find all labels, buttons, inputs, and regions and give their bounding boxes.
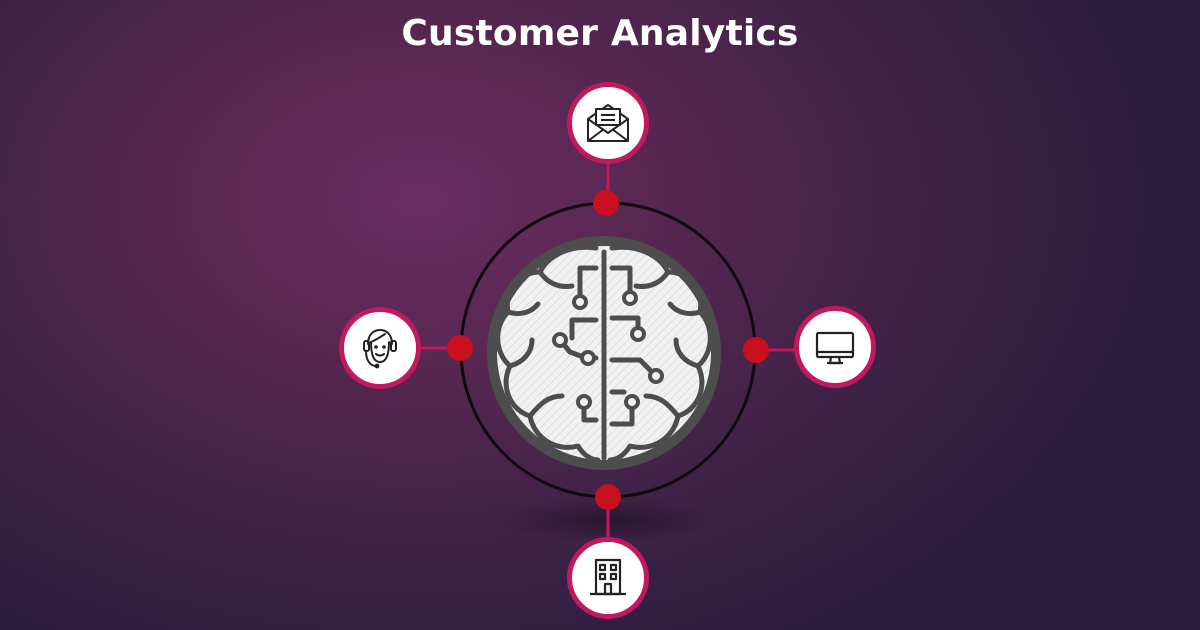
node-desktop[interactable] bbox=[794, 306, 876, 388]
node-email[interactable] bbox=[567, 82, 649, 164]
office-building-icon bbox=[590, 558, 626, 596]
node-dot-left bbox=[447, 335, 473, 361]
customer-support-agent-icon bbox=[363, 329, 397, 369]
node-dot-right bbox=[743, 337, 769, 363]
desktop-monitor-icon bbox=[815, 331, 855, 365]
node-dot-top bbox=[593, 190, 619, 216]
brain-circuit-icon bbox=[487, 236, 721, 470]
node-support[interactable] bbox=[339, 307, 421, 389]
email-envelope-icon bbox=[587, 104, 629, 142]
page-title: Customer Analytics bbox=[401, 13, 799, 54]
node-building[interactable] bbox=[567, 537, 649, 619]
node-dot-bottom bbox=[595, 484, 621, 510]
